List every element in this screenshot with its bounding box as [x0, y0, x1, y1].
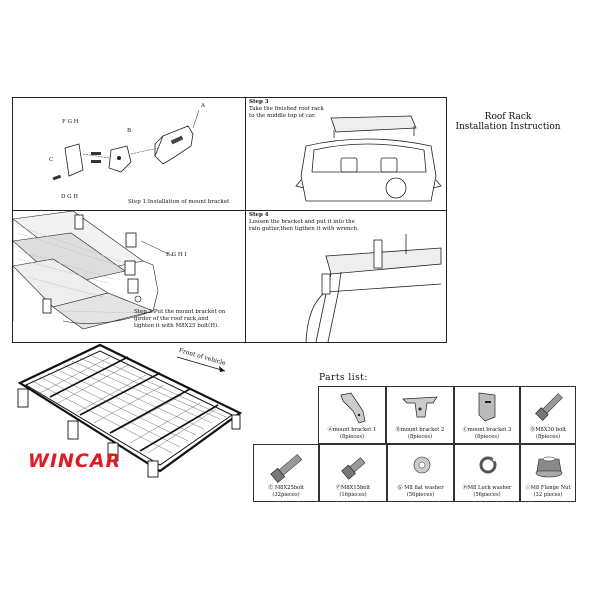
flange-nut-icon — [535, 456, 563, 478]
part-d-name: ⒹM8X30 bolt — [530, 427, 566, 433]
step1-label-a: A — [201, 103, 205, 109]
roof-rack-overview-diagram — [17, 343, 243, 478]
part-e-qty: (32pieces) — [272, 492, 300, 498]
part-cell-f: ⒻM8X15bolt (16pieces) — [319, 444, 387, 502]
step4-line2: rain gutter,then tigthen it with wrench. — [249, 226, 359, 232]
part-i-qty: (32 pieces) — [533, 492, 563, 498]
step2-letters: E G H I — [166, 252, 187, 258]
part-d-qty: (8pieces) — [535, 434, 561, 440]
part-cell-h: ⒽM8 Lock washer (56pieces) — [454, 444, 520, 502]
part-e-name: Ⓔ M8X25bolt — [268, 485, 304, 491]
step1-label-b: B — [127, 128, 132, 134]
part-cell-d: ⒹM8X30 bolt (8pieces) — [520, 386, 576, 444]
part-f-qty: (16pieces) — [339, 492, 367, 498]
part-a-qty: (8pieces) — [339, 434, 365, 440]
part-cell-e: Ⓔ M8X25bolt (32pieces) — [253, 444, 319, 502]
part-c-name: Ⓒmount bracket 3 — [462, 427, 512, 433]
step3-line1: Take the finished roof rack — [249, 106, 324, 112]
logo-text: WINCAR — [28, 450, 122, 472]
step1-exploded-diagram — [52, 109, 200, 181]
step4-line1: Loosen the bracket and put it into the — [249, 219, 355, 225]
step1-caption: Step 1:Installation of mount bracket — [128, 199, 230, 205]
short-bolt-icon — [341, 457, 366, 480]
step1-letters-bottom: D G H — [61, 194, 79, 200]
part-i-name: ⒾM8 Flange Nut — [525, 485, 571, 491]
doc-title-line1: Roof Rack — [484, 112, 532, 122]
wincar-logo: WINCAR — [28, 450, 121, 472]
part-b-qty: (8pieces) — [407, 434, 433, 440]
part-f-name: ⒻM8X15bolt — [335, 485, 371, 491]
mount-bracket-2-icon — [402, 396, 438, 418]
step1-letters-top: F G H — [62, 119, 79, 125]
part-g-qty: (56pieces) — [406, 492, 435, 498]
instruction-frame — [12, 97, 447, 343]
step2-caption-line1: Step 2:Put the mount bracket on — [134, 309, 226, 315]
doc-title: Roof Rack Installation Instruction — [453, 112, 563, 132]
step2-caption-line3: tighten it with M8X25 bolt(H). — [134, 323, 219, 329]
part-c-qty: (8pieces) — [474, 434, 500, 440]
flat-washer-icon — [413, 456, 431, 474]
lock-washer-icon — [479, 456, 497, 474]
part-b-name: Ⓑmount bracket 2 — [395, 427, 445, 433]
front-arrow-icon — [176, 356, 226, 372]
part-g-name: Ⓖ M8 flat washer — [397, 485, 444, 491]
mount-bracket-1-icon — [340, 392, 366, 424]
bolt-icon — [270, 454, 303, 483]
part-cell-g: Ⓖ M8 flat washer (56pieces) — [387, 444, 454, 502]
step3-car-front-diagram — [295, 115, 442, 202]
doc-title-line2: Installation Instruction — [455, 122, 561, 132]
part-a-name: Ⓐmount bracket 1 — [327, 427, 377, 433]
frame-divider-horizontal — [12, 210, 447, 211]
mount-bracket-3-icon — [478, 392, 496, 422]
parts-heading: Parts list: — [319, 373, 368, 383]
frame-divider-vertical — [245, 97, 246, 343]
part-h-qty: (56pieces) — [473, 492, 501, 498]
step3-heading: Step 3 — [249, 99, 269, 105]
step4-gutter-diagram — [305, 234, 442, 343]
bolt-icon — [535, 393, 563, 421]
part-h-name: ⒽM8 Lock washer — [462, 485, 512, 491]
part-cell-b: Ⓑmount bracket 2 (8pieces) — [386, 386, 454, 444]
step2-caption-line2: girder of the roof rack,and — [134, 316, 209, 322]
part-cell-a: Ⓐmount bracket 1 (8pieces) — [318, 386, 386, 444]
part-cell-c: Ⓒmount bracket 3 (8pieces) — [454, 386, 520, 444]
step3-line2: to the middle top of car. — [249, 113, 316, 119]
step4-heading: Step 4 — [249, 212, 269, 218]
step2-mounting-diagram — [12, 210, 174, 330]
step1-label-c: C — [49, 157, 54, 163]
part-cell-i: ⒾM8 Flange Nut (32 pieces) — [520, 444, 576, 502]
